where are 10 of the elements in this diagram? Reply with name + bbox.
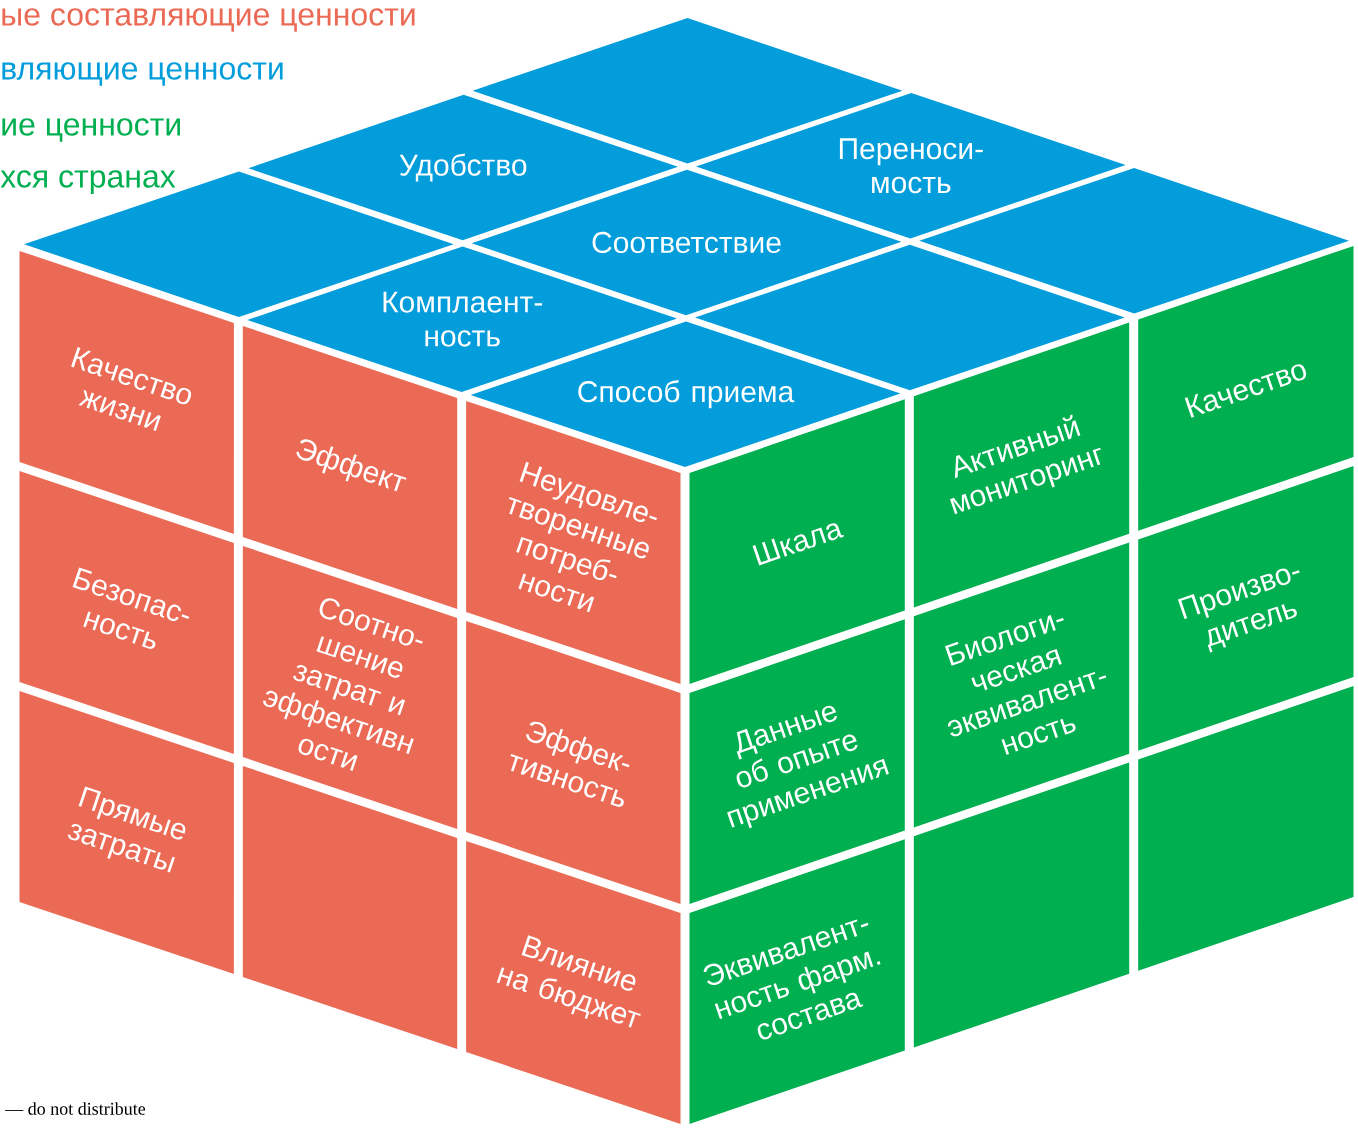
legend-text: ие ценности (2, 118, 180, 142)
legend-text: хся странах (0, 170, 176, 195)
node-label: Произво-дитель (1177, 568, 1300, 653)
cube-tile (1138, 685, 1354, 971)
legend-text: вляющие ценности (2, 62, 283, 86)
node-label: Шкала (752, 523, 845, 566)
cube-tile (913, 762, 1130, 1048)
legend-text: — do not distribute (5, 1102, 146, 1115)
legend-text: ые составляющие ценности (2, 8, 415, 32)
cube-tile: Произво-дитель (1138, 465, 1354, 751)
